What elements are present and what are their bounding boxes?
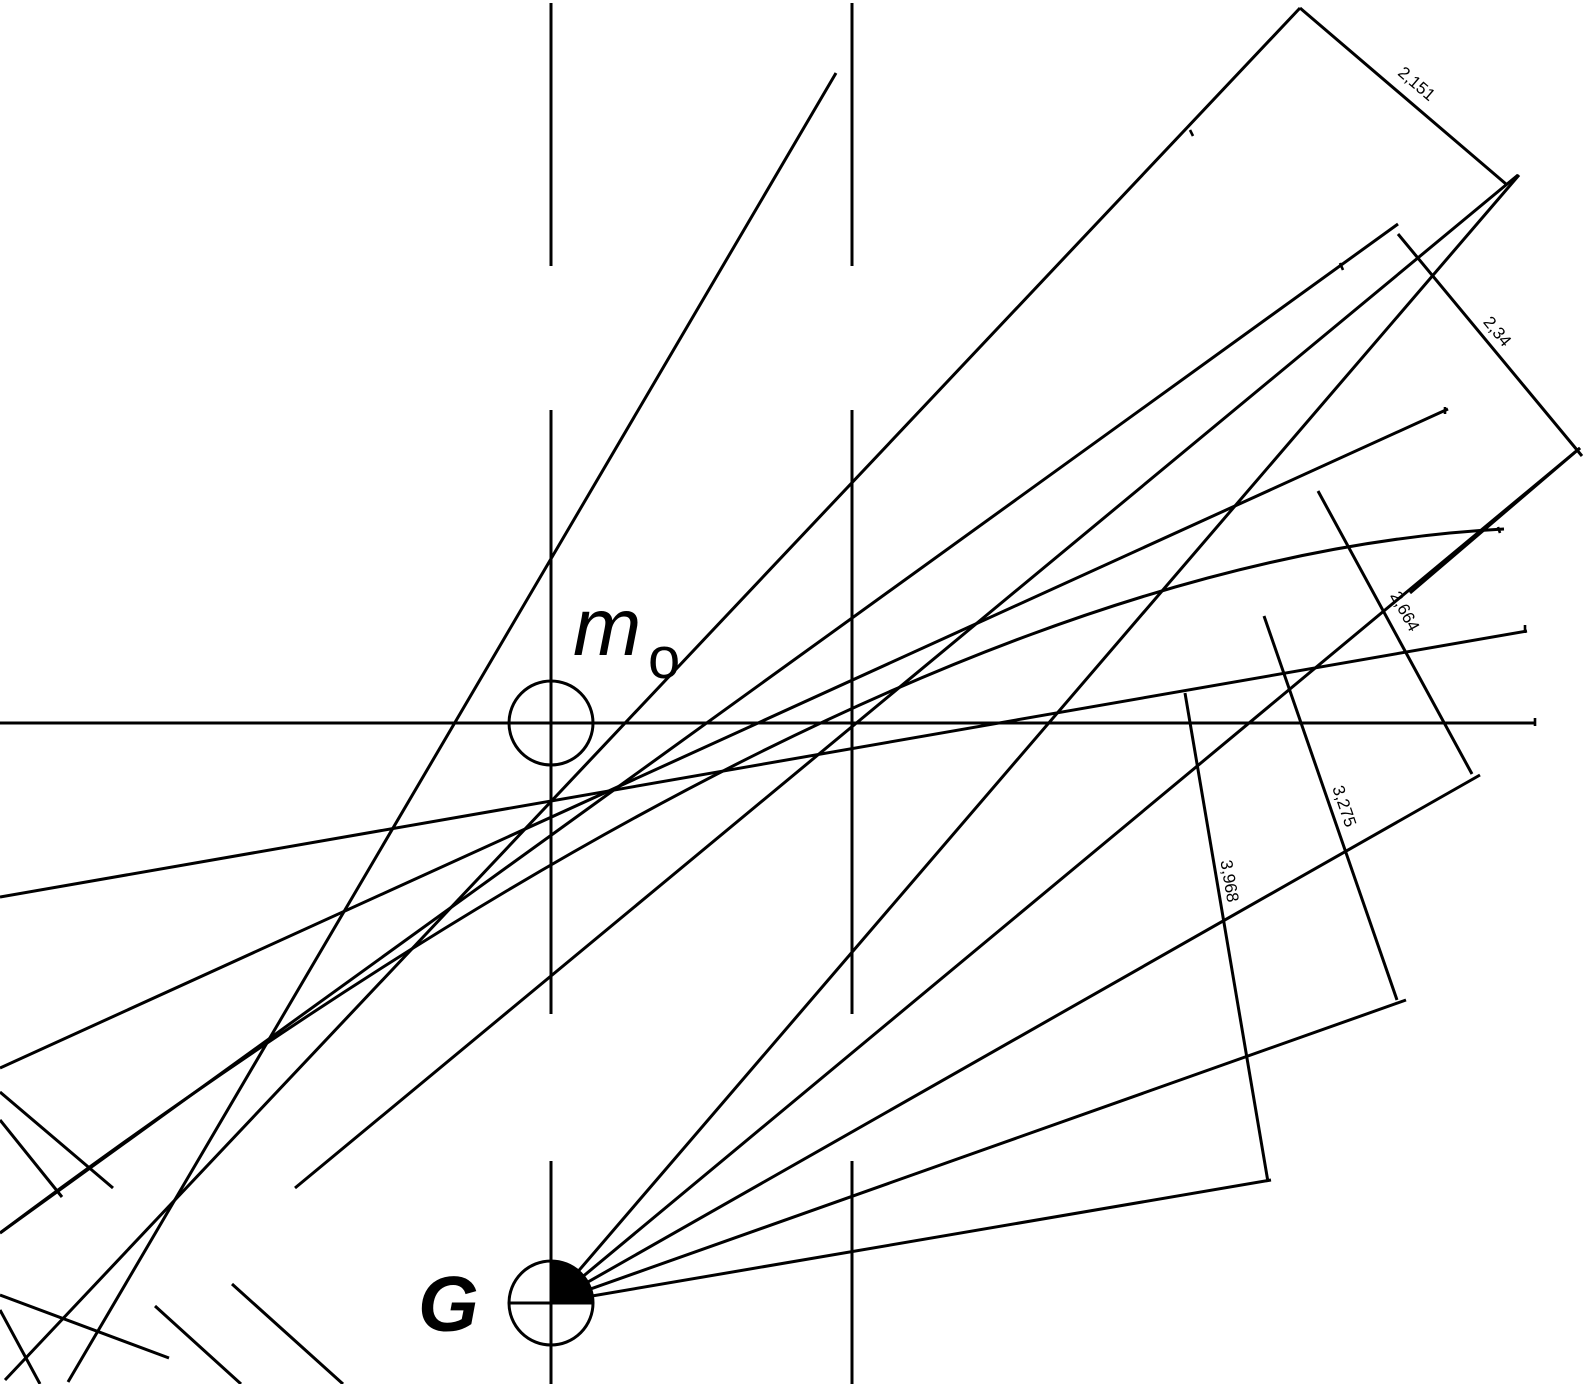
diagonal-line (0, 629, 1528, 899)
radial-line (550, 1178, 1272, 1305)
diagonal-line (3, 6, 1302, 1382)
dimension-label: 2,34 (1479, 313, 1515, 351)
radial-line (550, 998, 1407, 1305)
center-of-mass-marker (507, 679, 595, 767)
radial-line (549, 174, 1521, 1304)
radial-line (550, 446, 1581, 1305)
mass-symbol: m (573, 582, 641, 673)
centre-of-gravity-symbol (507, 1259, 595, 1347)
diagonal-line (294, 173, 1519, 1190)
lower-left-strokes (0, 1090, 345, 1384)
end-ticks (1188, 129, 1527, 633)
radial-lines (549, 174, 1581, 1305)
diagonal-line (0, 407, 1449, 1070)
dimension-label: 3,275 (1328, 783, 1360, 829)
diagonal-lines (0, 6, 1581, 1383)
g-label: G (418, 1260, 479, 1348)
radial-line (550, 773, 1481, 1305)
dimension-lines (1183, 6, 1584, 1183)
diagonal-line (66, 72, 838, 1383)
mass-subscript: o (648, 626, 680, 691)
dimension-label: 2,151 (1394, 63, 1439, 105)
curved-line (0, 527, 1505, 1235)
